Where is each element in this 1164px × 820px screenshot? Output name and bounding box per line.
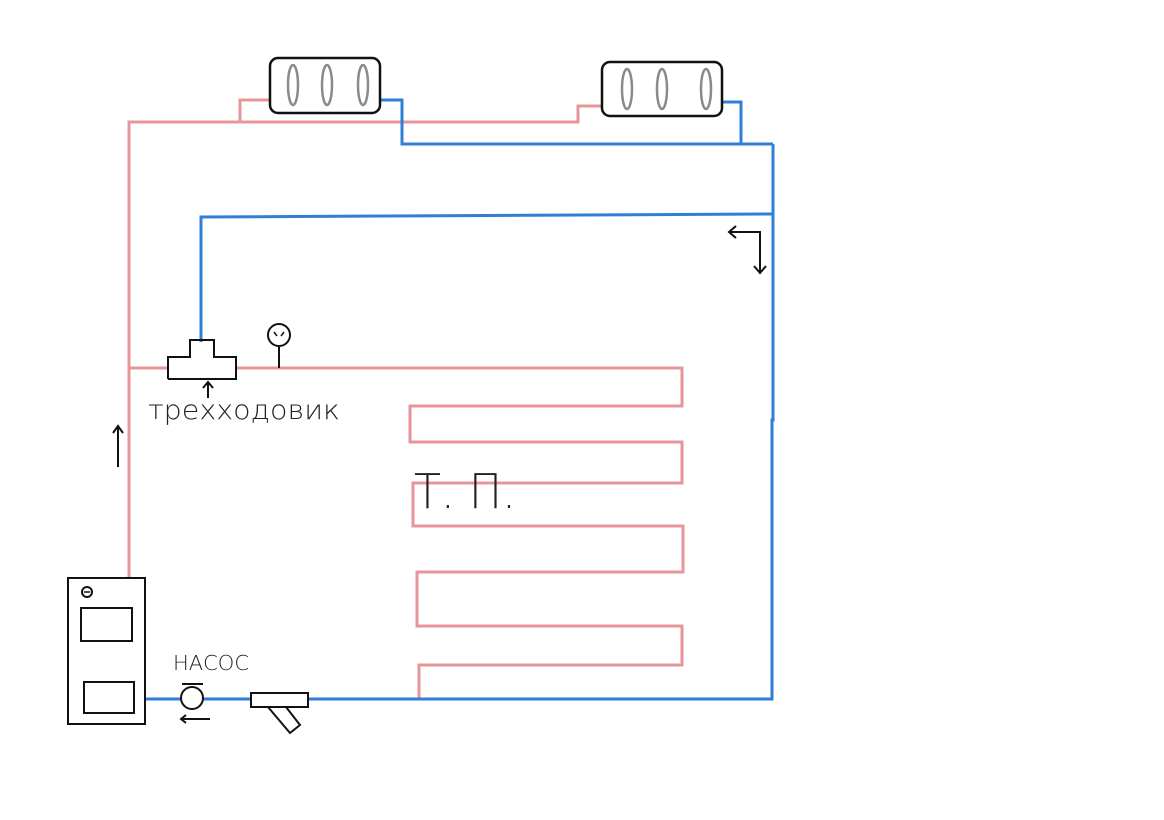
boiler-icon xyxy=(67,577,146,725)
arrow-turn-icon xyxy=(727,225,767,275)
return-from-radiator-2 xyxy=(722,100,743,144)
underfloor-label: Т. П. xyxy=(414,464,516,520)
supply-to-radiator-2 xyxy=(240,104,602,124)
mixing-valve-label: трехходовик xyxy=(148,395,340,426)
three-way-valve xyxy=(167,339,237,398)
pump-icon xyxy=(180,686,204,710)
gauge xyxy=(267,323,291,368)
supply-pipes xyxy=(127,98,685,699)
bypass-to-valve xyxy=(199,212,774,342)
thermometer-icon xyxy=(267,323,291,347)
boiler xyxy=(67,577,146,725)
three-way-valve-icon xyxy=(167,339,237,380)
radiator-2 xyxy=(600,60,724,118)
return-from-radiator-1 xyxy=(380,98,773,146)
return-pipes xyxy=(145,98,775,701)
radiator-icon xyxy=(600,60,724,118)
filter-icon xyxy=(250,692,309,708)
arrow-up-icon xyxy=(112,424,124,467)
underfloor-loop xyxy=(236,366,685,699)
flow-arrows xyxy=(112,225,767,467)
pump xyxy=(179,683,210,724)
return-main xyxy=(145,144,775,701)
filter xyxy=(250,692,309,735)
pump-label: НАСОС xyxy=(173,651,249,675)
radiator-1 xyxy=(268,56,382,115)
